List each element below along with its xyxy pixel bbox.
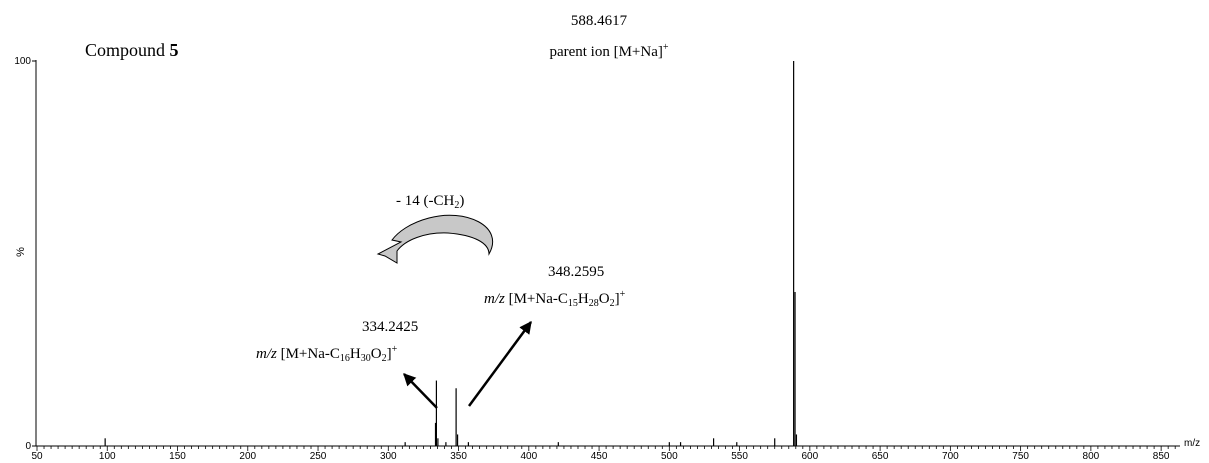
x-tick-label: 250 <box>310 451 327 462</box>
frag2-arrow <box>467 320 533 407</box>
x-tick-label: 350 <box>450 451 467 462</box>
x-tick-label: 750 <box>1012 451 1029 462</box>
x-tick-label: 700 <box>942 451 959 462</box>
x-tick-label: 400 <box>520 451 537 462</box>
x-tick-label: 100 <box>99 451 116 462</box>
x-tick-label: 500 <box>661 451 678 462</box>
x-tick-label: 50 <box>31 451 43 462</box>
frag1-arrow <box>403 373 438 409</box>
y-axis-label: % <box>15 247 27 257</box>
x-tick-label: 650 <box>872 451 889 462</box>
x-tick-label: 300 <box>380 451 397 462</box>
frag1-mass: 334.2425 <box>362 319 418 335</box>
x-tick-label: 550 <box>731 451 748 462</box>
x-ticks <box>36 446 1176 451</box>
x-tick-label: 850 <box>1153 451 1170 462</box>
x-axis-label: m/z <box>1184 438 1200 449</box>
x-tick-label: 600 <box>802 451 819 462</box>
x-tick-label: 150 <box>169 451 186 462</box>
loss-label: - 14 (-CH2) <box>396 193 464 211</box>
x-tick-labels: 50 100 150 200 250 300 350 400 450 500 550 600 650 70… <box>31 451 1169 462</box>
y-tick-label-0: 0 <box>25 441 31 452</box>
x-tick-label: 200 <box>239 451 256 462</box>
x-tick-label: 800 <box>1083 451 1100 462</box>
frag2-mass: 348.2595 <box>548 264 604 280</box>
y-tick-label-100: 100 <box>14 56 31 67</box>
curved-arrow-icon <box>376 214 494 264</box>
parent-ion-mass: 588.4617 <box>571 13 628 29</box>
x-tick-label: 450 <box>591 451 608 462</box>
frag2-formula: m/z [M+Na-C15H28O2]+ <box>484 289 626 309</box>
compound-title: Compound 5 <box>85 40 179 60</box>
frag1-formula: m/z [M+Na-C16H30O2]+ <box>256 344 398 364</box>
peaks <box>104 61 798 446</box>
parent-ion-label: parent ion [M+Na]+ <box>549 42 668 60</box>
